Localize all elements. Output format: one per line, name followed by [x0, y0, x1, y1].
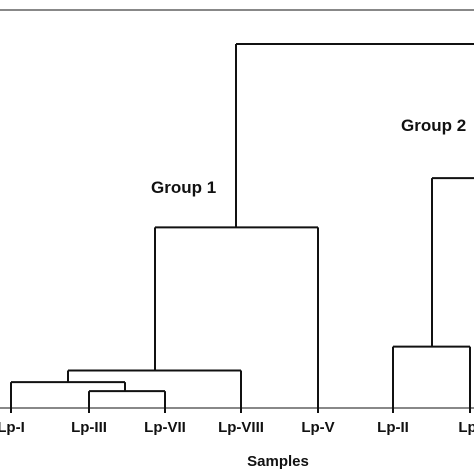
group-2-label: Group 2 — [401, 116, 466, 135]
leaf-label-1: Lp-I — [0, 419, 25, 436]
x-axis-title: Samples — [247, 453, 309, 470]
leaf-label-2: Lp-III — [71, 419, 107, 436]
leaf-label-5: Lp-V — [301, 419, 334, 436]
branch-group — [10, 43, 474, 406]
tick-group — [10, 406, 471, 413]
group-1-label: Group 1 — [151, 178, 216, 197]
leaf-label-6: Lp-II — [377, 419, 409, 436]
leaf-label-4: Lp-VIII — [218, 419, 264, 436]
leaf-label-3: Lp-VII — [144, 419, 186, 436]
tick-label-group: Lp-I Lp-III Lp-VII Lp-VIII Lp-V Lp-II Lp- — [0, 419, 474, 436]
leaf-label-7: Lp- — [458, 419, 474, 436]
